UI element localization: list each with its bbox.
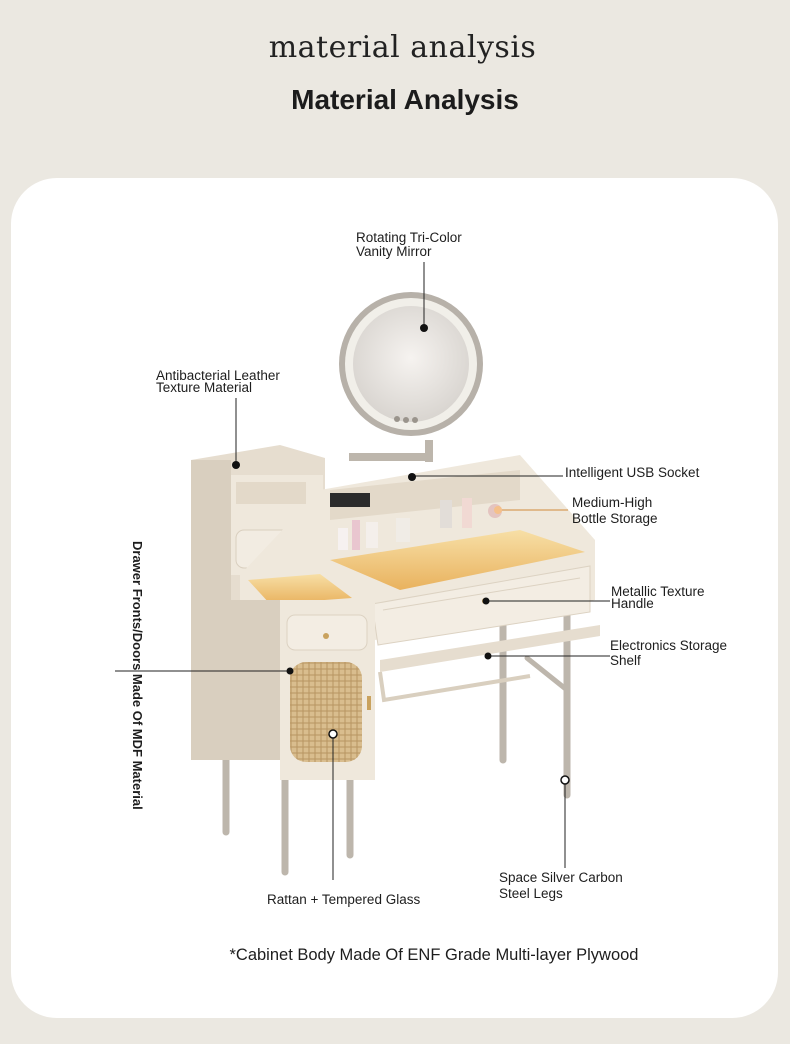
vanity-mirror — [339, 292, 483, 462]
footnote: *Cabinet Body Made Of ENF Grade Multi-la… — [229, 946, 639, 964]
callout-lines — [115, 262, 610, 880]
label-rattan: Rattan + Tempered Glass — [267, 892, 421, 907]
label-usb: Intelligent USB Socket — [565, 465, 700, 480]
callout-dots — [232, 324, 570, 785]
script-title: material analysis — [268, 30, 537, 65]
desk-body — [191, 455, 600, 780]
page-title: Material Analysis — [291, 84, 519, 115]
label-drawer-fronts: Drawer Fronts/Doors Made Of MDF Material — [130, 541, 145, 810]
